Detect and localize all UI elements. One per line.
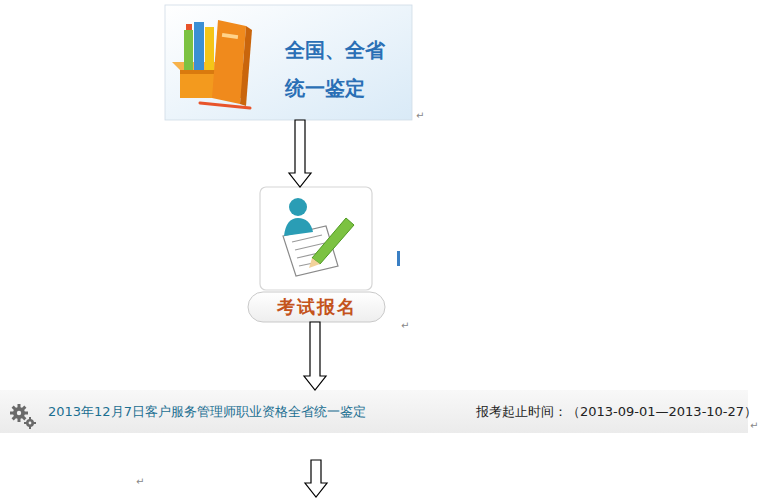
icon-tile [260, 187, 372, 290]
trailing-arrow [305, 460, 327, 497]
panel-ground [165, 5, 412, 120]
cursor-bar [397, 251, 400, 266]
node-text: 全国、全省 统一鉴定 [285, 31, 399, 107]
exam-listing-band: 2013年12月7日客户服务管理师职业资格全省统一鉴定 报考起止时间：（2013-… [0, 390, 764, 433]
paragraph-mark: ↵ [750, 420, 758, 432]
paragraph-mark: ↵ [136, 476, 144, 488]
text-slot: 考试报名 [248, 292, 385, 322]
person-writing-icon [283, 198, 354, 276]
hollow-arrow [289, 120, 311, 187]
label-pill [248, 292, 385, 322]
text-slot: 报考起止时间：（2013-09-01—2013-10-27） [476, 390, 757, 433]
text-slot: 全国、全省 统一鉴定 [285, 31, 399, 107]
node-text: 报考起止时间：（2013-09-01—2013-10-27） [476, 404, 757, 419]
node-text: 考试报名 [248, 292, 385, 322]
exam-signup-tile: 考试报名 [248, 187, 391, 322]
paragraph-mark: ↵ [401, 320, 409, 332]
gear-icon [10, 404, 36, 429]
text-slot: 2013年12月7日客户服务管理师职业资格全省统一鉴定 [48, 390, 366, 433]
books-icon [172, 20, 252, 108]
node-text: 2013年12月7日客户服务管理师职业资格全省统一鉴定 [48, 404, 366, 419]
paragraph-mark: ↵ [416, 110, 424, 122]
title-panel: 全国、全省 统一鉴定 [165, 5, 412, 120]
hollow-arrow [304, 322, 326, 390]
